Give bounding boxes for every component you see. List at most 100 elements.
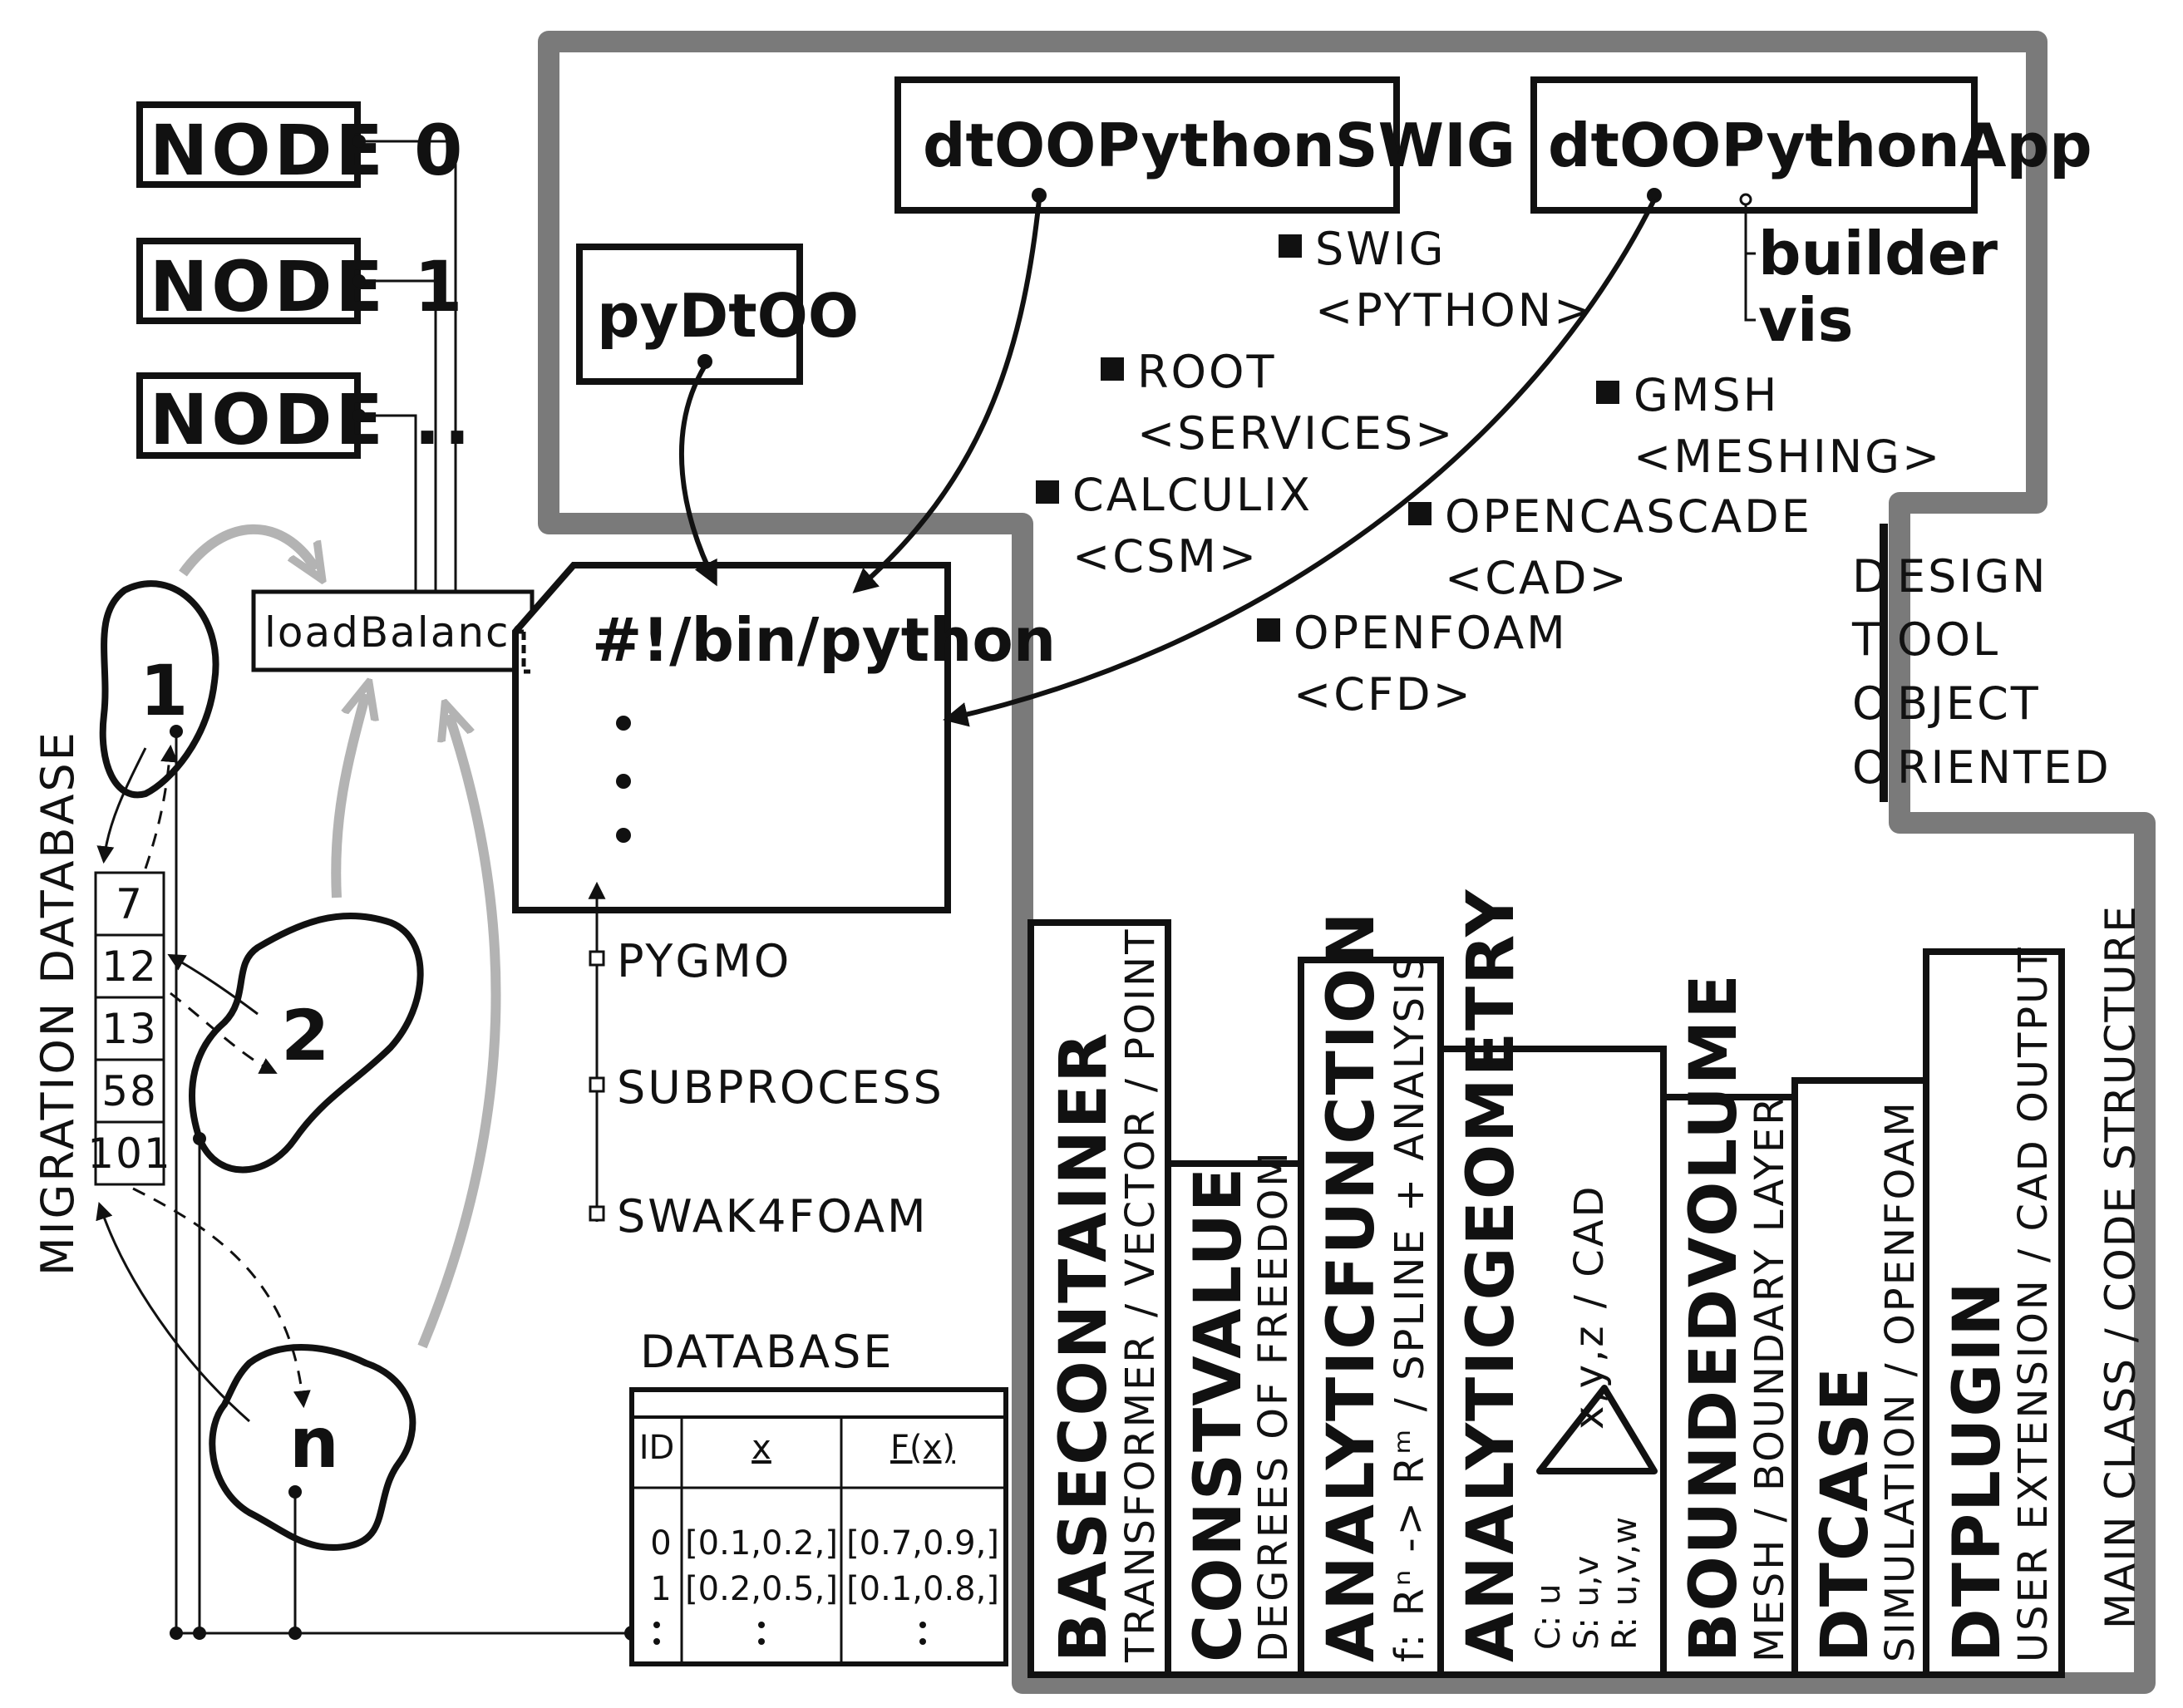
- square-bullet-icon: [1101, 357, 1124, 381]
- swig-box-label: dtOOPythonSWIG: [923, 111, 1515, 180]
- square-bullet-icon: [1408, 502, 1432, 525]
- column-subtitle: TRANSFORMER / VECTOR / POINT: [1117, 928, 1164, 1663]
- library-name: SWIG: [1315, 223, 1446, 275]
- column-title: CONSTVALUE: [1181, 1166, 1256, 1662]
- column-dtplugin[interactable]: DTPLUGIN USER EXTENSION / CAD OUTPUT: [1923, 945, 2065, 1678]
- main-structure-label: MAIN CLASS / CODE STRUCTURE: [2097, 904, 2145, 1629]
- library-name: GMSH: [1634, 369, 1779, 421]
- framework-region-outline: [538, 31, 2156, 1694]
- node-dots-line: [359, 414, 417, 592]
- swig-box[interactable]: dtOOPythonSWIG: [894, 76, 1515, 214]
- islandn-to-db-arrow: [96, 1202, 250, 1423]
- tool-pygmo: PYGMO: [617, 935, 791, 987]
- node-0-line: [359, 140, 457, 592]
- column-subtitle: DEGREES OF FREEDOM: [1250, 1149, 1297, 1662]
- library-name: CALCULIX: [1072, 469, 1313, 521]
- node-dots[interactable]: NODE ..: [136, 372, 474, 460]
- app-children-bracket: [1744, 204, 1756, 322]
- column-dtcase[interactable]: DTCASE SIMULATION / OPENFOAM: [1791, 1077, 1929, 1678]
- island2-to-db-arrow: [167, 953, 259, 1016]
- node-1[interactable]: NODE 1: [136, 238, 466, 327]
- svg-text:BJECT: BJECT: [1897, 677, 2041, 730]
- node-0[interactable]: NODE 0: [136, 101, 466, 191]
- app-child-builder: builder: [1758, 219, 1998, 288]
- db-cell: [0.7,0.9,]: [846, 1524, 999, 1563]
- migration-entry: 13: [101, 1005, 158, 1053]
- geometry-param: C: u: [1530, 1584, 1568, 1650]
- node-0-label: NODE 0: [150, 110, 466, 191]
- library-tag: <CSM>: [1072, 530, 1259, 583]
- svg-text:O: O: [1852, 677, 1890, 730]
- library-name: OPENCASCADE: [1445, 490, 1812, 543]
- db-cell: 1: [650, 1570, 671, 1608]
- svg-text:O: O: [1852, 741, 1890, 794]
- migration-entry: 101: [87, 1130, 171, 1178]
- column-subtitle: f: Rⁿ -> Rᵐ / SPLINE + ANALYSIS: [1387, 952, 1433, 1662]
- svg-text:OOL: OOL: [1897, 613, 2000, 666]
- column-title: ANALYTICGEOMETRY: [1454, 888, 1529, 1662]
- db-to-islandn-dashed-arrow: [132, 1187, 311, 1409]
- svg-text:T: T: [1851, 613, 1882, 666]
- library-openfoam: OPENFOAM <CFD>: [1257, 607, 1565, 721]
- column-basecontainer[interactable]: BASECONTAINER TRANSFORMER / VECTOR / POI…: [1027, 919, 1171, 1678]
- acronym-initial: O: [1852, 677, 1890, 730]
- gray-arrow-top: [179, 524, 316, 573]
- column-subtitle: MESH / BOUNDARY LAYER: [1747, 1095, 1793, 1662]
- column-analyticfunction[interactable]: ANALYTICFUNCTION f: Rⁿ -> Rᵐ / SPLINE + …: [1298, 911, 1444, 1678]
- column-subtitle: SIMULATION / OPENFOAM: [1877, 1100, 1924, 1662]
- db-header-x: x: [751, 1429, 771, 1467]
- square-bullet-icon: [1257, 618, 1280, 642]
- migration-entry: 58: [101, 1067, 158, 1115]
- db-header-fx: F(x): [890, 1429, 955, 1467]
- acronym-block: D ESIGN T OOL O BJECT O RIENTED: [1851, 550, 2112, 794]
- node-1-line: [359, 279, 437, 592]
- migration-entry: 7: [116, 880, 144, 928]
- column-subtitle: USER EXTENSION / CAD OUTPUT: [2010, 945, 2057, 1662]
- column-title: ANALYTICFUNCTION: [1314, 911, 1389, 1662]
- column-title: DTCASE: [1808, 1366, 1883, 1662]
- acronym-initial: O: [1852, 741, 1890, 794]
- island-2-label: 2: [281, 995, 333, 1076]
- column-constvalue[interactable]: CONSTVALUE DEGREES OF FREEDOM: [1165, 1149, 1304, 1678]
- app-child-vis: vis: [1758, 285, 1853, 355]
- island-1[interactable]: 1: [99, 580, 219, 799]
- tool-subprocess: SUBPROCESS: [617, 1061, 944, 1114]
- node-dots-label: NODE ..: [150, 379, 474, 460]
- column-analyticgeometry[interactable]: ANALYTICGEOMETRY x,y,z / CAD C: u S: u,v…: [1437, 888, 1667, 1678]
- db-header-id: ID: [639, 1429, 675, 1467]
- load-balancer-label: loadBalancer: [264, 608, 556, 657]
- library-opencascade: OPENCASCADE <CAD>: [1408, 490, 1812, 604]
- svg-text:D: D: [1852, 550, 1890, 603]
- acronym-initial: T: [1851, 613, 1882, 666]
- column-boundedvolume[interactable]: BOUNDEDVOLUME MESH / BOUNDARY LAYER: [1660, 972, 1798, 1678]
- database-table[interactable]: ID x F(x) 0 [0.1,0.2,] [0.7,0.9,] 1 [0.2…: [629, 1387, 1008, 1666]
- svg-text:RIENTED: RIENTED: [1897, 741, 2112, 794]
- load-balancer[interactable]: loadBalancer: [251, 589, 556, 672]
- swig-to-script-arrow: [852, 199, 1042, 593]
- library-name: ROOT: [1137, 346, 1277, 398]
- migration-database[interactable]: 7 12 13 58 101: [87, 871, 171, 1186]
- gray-arrow-island2: [331, 694, 366, 898]
- main-class-columns: BASECONTAINER TRANSFORMER / VECTOR / POI…: [1027, 888, 2065, 1678]
- island1-to-db-arrow: [96, 747, 147, 864]
- acronym-rest: RIENTED: [1897, 741, 2112, 794]
- island-n[interactable]: n: [209, 1344, 416, 1551]
- column-title: BOUNDEDVOLUME: [1677, 972, 1752, 1662]
- library-tag: <PYTHON>: [1315, 284, 1594, 337]
- app-box[interactable]: dtOOPythonApp: [1530, 76, 2092, 214]
- library-tag: <SERVICES>: [1137, 407, 1455, 460]
- pydtoo-box[interactable]: pyDtOO: [576, 244, 859, 385]
- island-n-label: n: [289, 1402, 342, 1484]
- island-2[interactable]: 2: [189, 912, 424, 1174]
- island-1-label: 1: [140, 650, 191, 731]
- column-title: BASECONTAINER: [1047, 1031, 1121, 1662]
- pydtoo-label: pyDtOO: [597, 281, 859, 351]
- island-bus-line: [175, 731, 632, 1635]
- python-script-box[interactable]: #!/bin/python: [512, 562, 1056, 913]
- geometry-param: R: u,v,w: [1606, 1517, 1644, 1650]
- column-title: DTPLUGIN: [1940, 1280, 2015, 1662]
- db-cell: [0.1,0.2,]: [685, 1524, 838, 1563]
- acronym-rest: ESIGN: [1897, 550, 2048, 603]
- svg-text:ESIGN: ESIGN: [1897, 550, 2048, 603]
- square-bullet-icon: [1596, 381, 1619, 404]
